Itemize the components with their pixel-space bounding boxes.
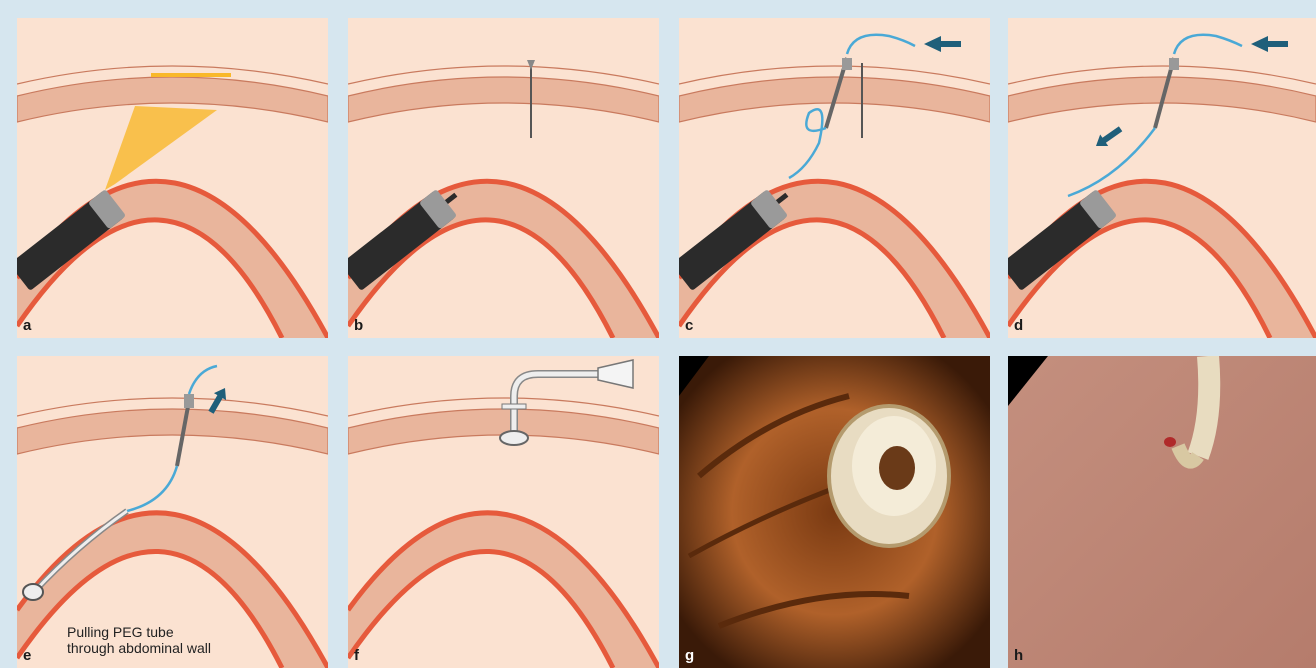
illustration-endoscope-transillumination	[17, 18, 328, 338]
panel-g: g	[679, 356, 990, 668]
photo-endoscopic-peg-bumper	[679, 356, 990, 668]
panel-e: Pulling PEG tube through abdominal wall …	[17, 356, 328, 668]
caption-line: through abdominal wall	[67, 640, 211, 656]
panel-b: b	[348, 18, 659, 338]
photo-external-peg-tube	[1008, 356, 1316, 668]
panel-d: d	[1008, 18, 1316, 338]
panel-label: g	[685, 647, 694, 664]
panel-a: a	[17, 18, 328, 338]
panel-f: f	[348, 356, 659, 668]
panel-label: b	[354, 317, 363, 334]
panel-label: a	[23, 317, 31, 334]
panel-label: f	[354, 647, 359, 664]
panel-c: c	[679, 18, 990, 338]
panel-label: e	[23, 647, 31, 664]
panel-label: d	[1014, 317, 1023, 334]
illustration-needle-puncture	[348, 18, 659, 338]
caption-line: Pulling PEG tube	[67, 624, 211, 640]
illustration-pulling-peg-tube	[17, 356, 328, 668]
caption: Pulling PEG tube through abdominal wall	[67, 624, 211, 656]
panel-h: h	[1008, 356, 1316, 668]
panel-label: c	[685, 317, 693, 334]
illustration-guidewire-grasping	[1008, 18, 1316, 338]
panel-label: h	[1014, 647, 1023, 664]
illustration-peg-in-place	[348, 356, 659, 668]
illustration-guidewire-insertion	[679, 18, 990, 338]
